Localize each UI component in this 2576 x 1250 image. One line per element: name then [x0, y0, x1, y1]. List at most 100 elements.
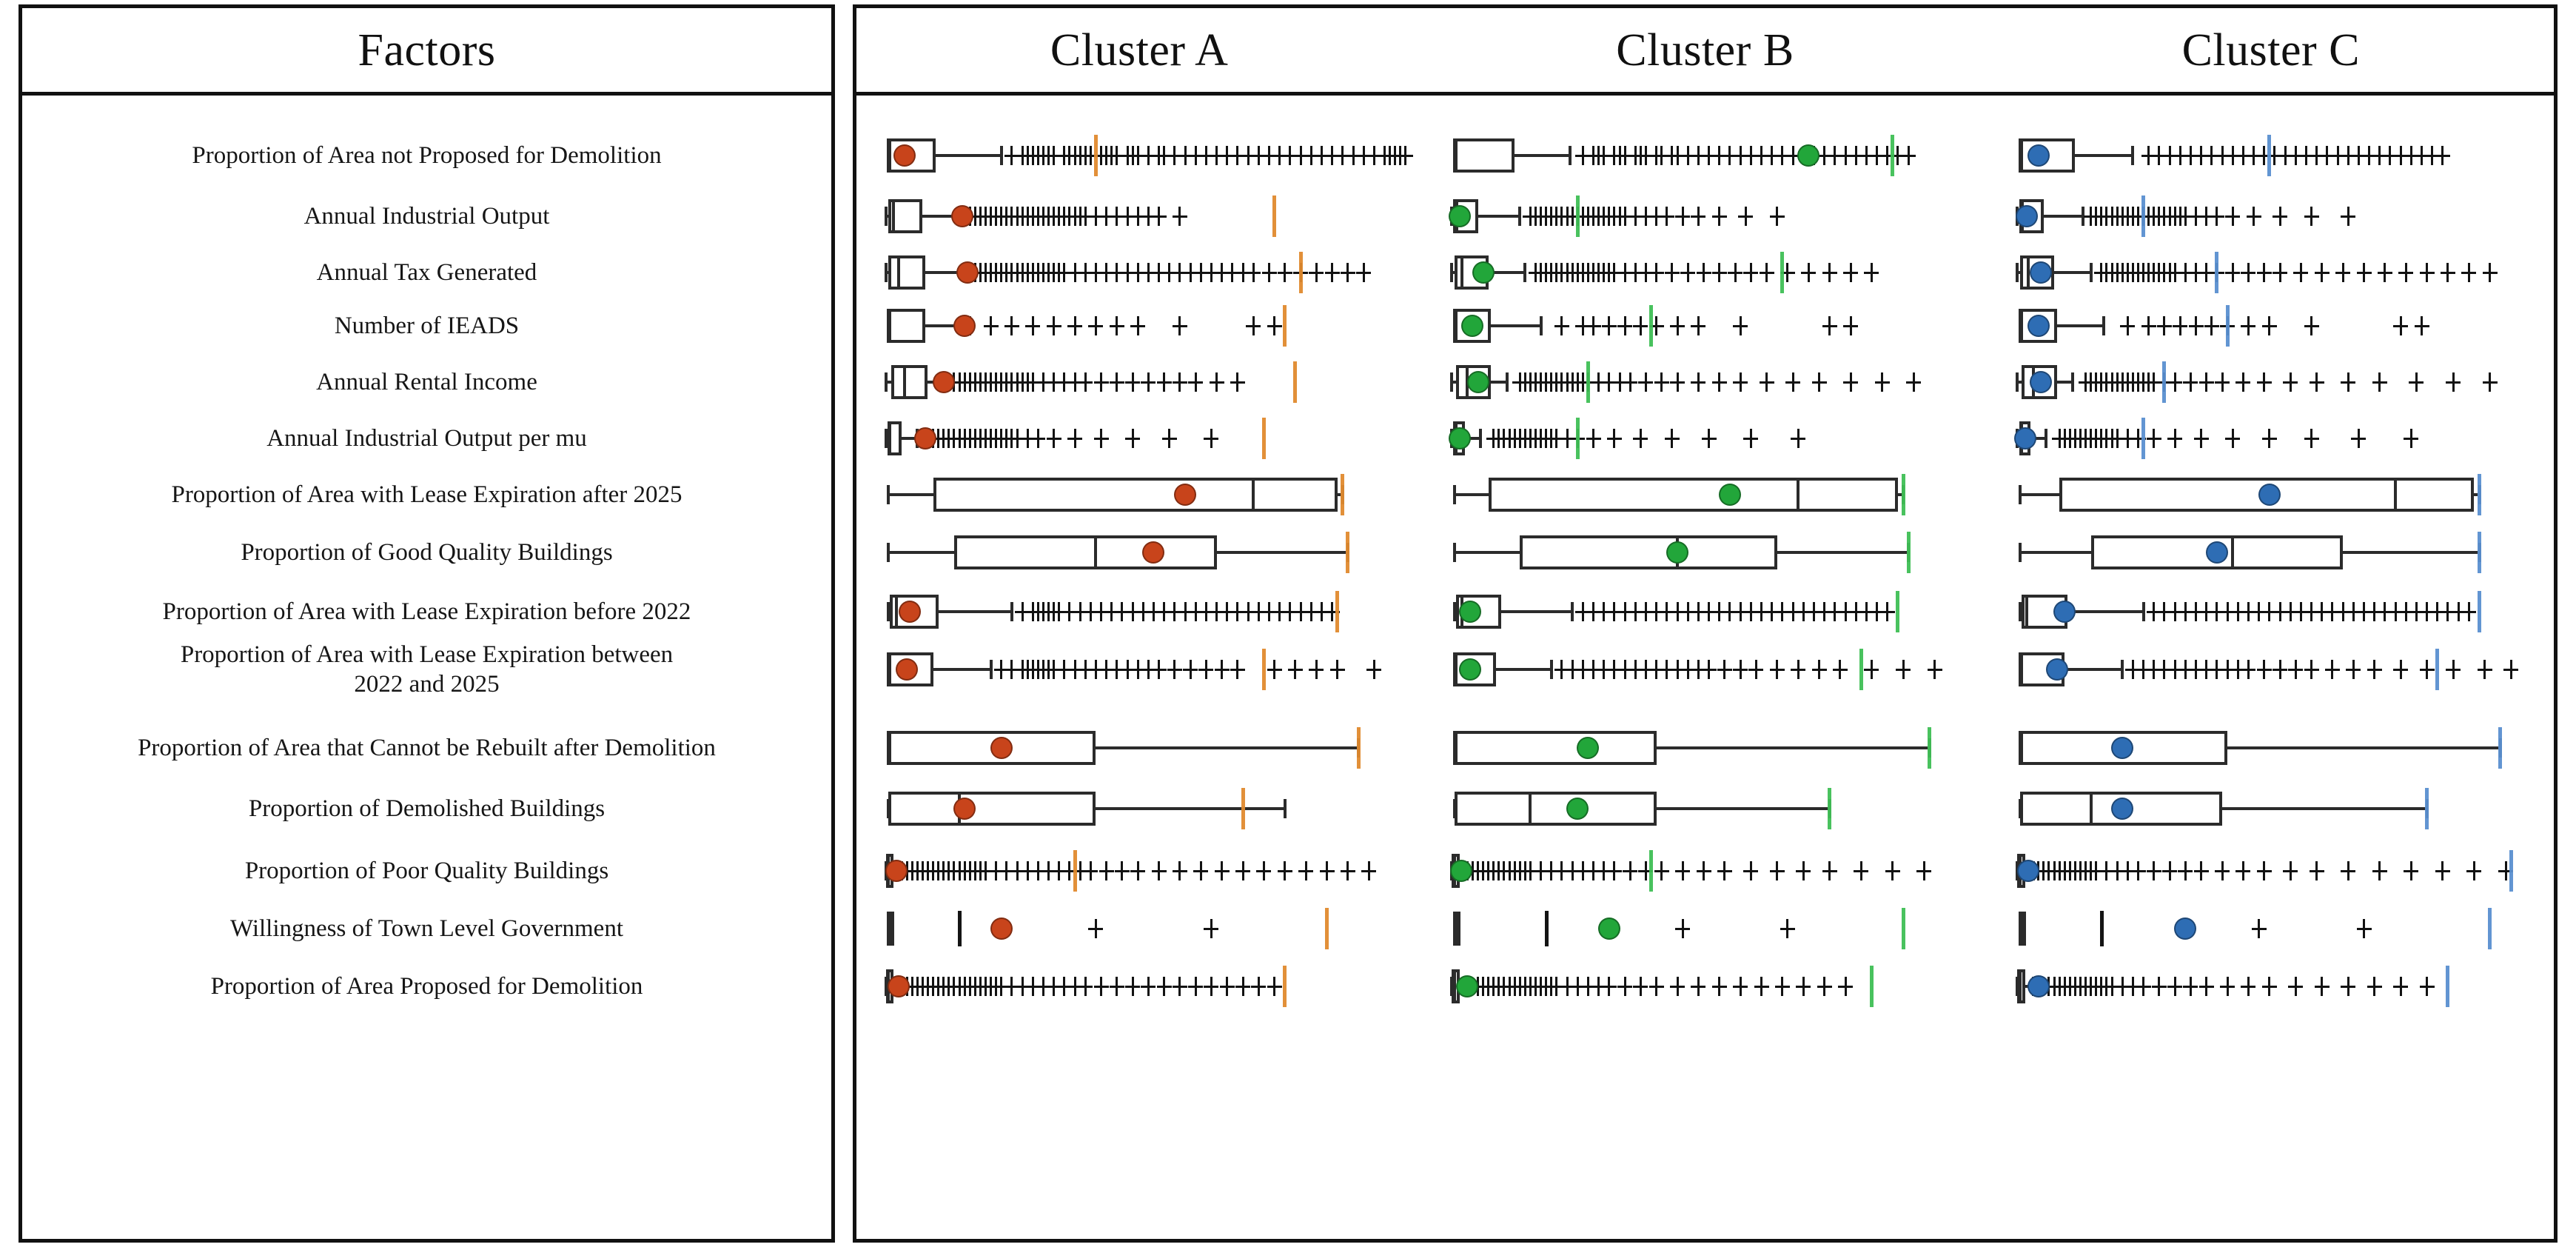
- mean-marker: [2027, 144, 2050, 167]
- boxplot: [886, 780, 1411, 838]
- reference-tick: [2478, 532, 2482, 573]
- mean-marker: [893, 144, 916, 167]
- box-iqr: [2019, 731, 2228, 765]
- whisker-cap-high: [2082, 207, 2085, 226]
- median-line: [1452, 309, 1456, 343]
- median-line: [2018, 731, 2022, 765]
- box-iqr: [2019, 912, 2026, 946]
- reference-tick: [2498, 727, 2503, 769]
- factor-label: Proportion of Poor Quality Buildings: [244, 857, 609, 884]
- boxplot: [2017, 127, 2542, 184]
- mean-marker: [1718, 484, 1741, 506]
- mean-marker: [2111, 798, 2134, 820]
- boxplot: [2017, 641, 2542, 698]
- whisker-cap-high: [1518, 207, 1522, 226]
- whisker-line: [888, 746, 1359, 749]
- reference-tick: [2509, 850, 2513, 892]
- median-line: [2018, 309, 2022, 343]
- median-line: [1452, 652, 1456, 686]
- cluster-cell-a: [856, 957, 1422, 1015]
- box-iqr: [1454, 138, 1515, 173]
- median-line: [2089, 792, 2093, 826]
- cluster-cell-a: [856, 466, 1422, 524]
- boxplot: [1448, 187, 1976, 245]
- cluster-cell-a: [856, 524, 1422, 581]
- mean-marker: [2027, 315, 2050, 337]
- cluster-cell-b: [1422, 719, 1988, 777]
- cluster-cell-c: [1988, 842, 2554, 900]
- median-line: [2025, 595, 2029, 629]
- reference-tick: [1891, 135, 1895, 176]
- whisker-line: [1454, 746, 1930, 749]
- whisker-line: [888, 668, 991, 671]
- reference-tick: [1093, 135, 1098, 176]
- whisker-line: [2017, 215, 2084, 218]
- boxplot: [1452, 466, 1976, 524]
- boxplot: [884, 957, 1411, 1015]
- mean-marker: [990, 737, 1013, 759]
- reference-tick: [1261, 649, 1266, 690]
- whisker-line: [2017, 271, 2091, 274]
- reference-tick: [1283, 966, 1287, 1007]
- factor-label: Number of IEADS: [334, 312, 520, 339]
- factor-label: Annual Industrial Output: [303, 202, 550, 230]
- factor-label: Proportion of Area not Proposed for Demo…: [192, 141, 662, 169]
- box-iqr: [2090, 535, 2344, 569]
- whisker-cap-low: [884, 372, 888, 392]
- factor-label: Proportion of Area with Lease Expiration…: [162, 598, 691, 625]
- reference-tick: [2267, 135, 2272, 176]
- reference-tick: [2162, 361, 2167, 403]
- box-iqr: [1520, 535, 1777, 569]
- mean-marker: [2045, 658, 2068, 681]
- factor-row: Annual Tax Generated: [22, 250, 831, 295]
- median-line: [888, 421, 892, 455]
- mean-marker: [2030, 371, 2053, 393]
- box-iqr: [1454, 912, 1460, 946]
- value-marker-bar: [1544, 911, 1549, 946]
- whisker-cap-low: [1452, 485, 1456, 504]
- whisker-line: [1452, 215, 1520, 218]
- cluster-cell-b: [1422, 297, 1988, 355]
- cluster-cell-b: [1422, 842, 1988, 900]
- factor-label: Annual Industrial Output per mu: [266, 424, 587, 452]
- factor-row: Number of IEADS: [22, 303, 831, 349]
- cluster-cell-c: [1988, 297, 2554, 355]
- boxplot-row: [856, 524, 2554, 581]
- cluster-cell-a: [856, 244, 1422, 301]
- mean-marker: [888, 975, 910, 997]
- boxplot: [886, 297, 1411, 355]
- boxplot: [2017, 780, 2542, 838]
- mean-marker: [1597, 918, 1620, 940]
- boxplot: [884, 244, 1411, 301]
- whisker-cap-low: [1450, 372, 1454, 392]
- median-line: [1797, 478, 1800, 512]
- mean-marker: [2030, 261, 2053, 284]
- whisker-line: [2017, 985, 2033, 988]
- cluster-cell-a: [856, 353, 1422, 411]
- factors-panel: Factors Proportion of Area not Proposed …: [19, 4, 835, 1243]
- cluster-cell-a: [856, 410, 1422, 467]
- cluster-cell-b: [1422, 187, 1988, 245]
- boxplot: [1450, 244, 1976, 301]
- boxplot-row: [856, 957, 2554, 1015]
- factor-row: Proportion of Area with Lease Expiration…: [22, 624, 831, 715]
- median-line: [2026, 255, 2030, 290]
- reference-tick: [1649, 305, 1654, 347]
- boxplot: [2016, 187, 2542, 245]
- boxplot: [1452, 524, 1976, 581]
- reference-tick: [1906, 532, 1911, 573]
- factor-row: Annual Industrial Output per mu: [22, 415, 831, 461]
- mean-marker: [2014, 427, 2037, 449]
- cluster-cell-a: [856, 900, 1422, 957]
- mean-marker: [1797, 144, 1820, 167]
- boxplot: [2017, 583, 2542, 641]
- whisker-cap-low: [884, 207, 888, 226]
- mean-marker: [2174, 918, 2197, 940]
- boxplot: [1448, 410, 1976, 467]
- whisker-line: [888, 610, 1012, 613]
- boxplot-row: [856, 780, 2554, 838]
- mean-marker: [1142, 541, 1165, 564]
- reference-tick: [1356, 727, 1361, 769]
- reference-tick: [1335, 591, 1340, 632]
- reference-tick: [2141, 418, 2146, 459]
